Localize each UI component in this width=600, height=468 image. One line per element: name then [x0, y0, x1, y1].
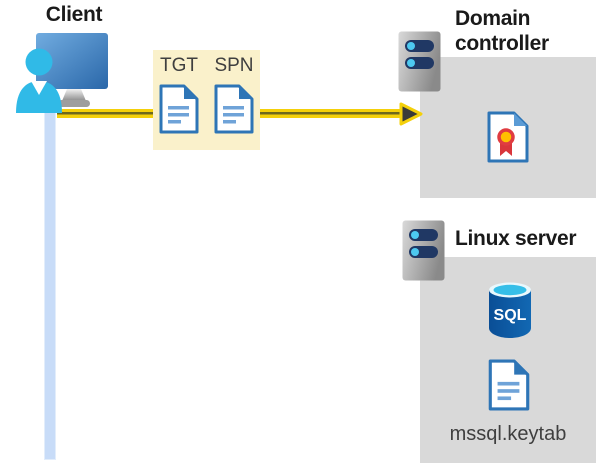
spn-document-icon — [214, 84, 254, 134]
linux-server-label: Linux server — [455, 227, 577, 250]
spn-ticket: SPN — [213, 52, 255, 150]
tgt-document-icon — [159, 84, 199, 134]
keytab-file-label: mssql.keytab — [449, 423, 567, 445]
certificate-icon — [487, 111, 529, 163]
client-lifeline — [44, 93, 56, 460]
tgt-label: TGT — [160, 55, 198, 76]
sql-database-label: SQL — [494, 307, 527, 324]
client-workstation-icon — [16, 33, 108, 113]
linux-server-server-icon — [402, 220, 445, 281]
auth-arrow-head-icon — [399, 102, 423, 126]
sql-database-icon: SQL — [489, 282, 531, 338]
client-label: Client — [45, 3, 103, 26]
ticket-box: TGT SPN — [153, 50, 260, 150]
domain-controller-server-icon — [398, 31, 441, 92]
keytab-document-icon — [488, 359, 530, 411]
tgt-ticket: TGT — [158, 52, 200, 150]
spn-label: SPN — [214, 55, 254, 76]
domain-controller-label: Domain controller — [455, 7, 549, 55]
